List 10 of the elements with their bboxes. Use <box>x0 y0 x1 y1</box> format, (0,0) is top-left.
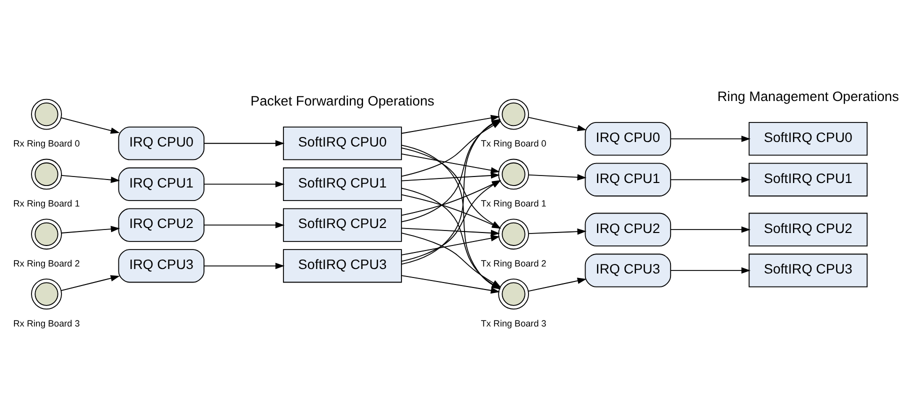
node-label: Rx Ring Board 3 <box>13 318 80 328</box>
node-label: Tx Ring Board 0 <box>480 138 546 149</box>
node-label: Rx Ring Board 0 <box>13 138 80 149</box>
node-label: Tx Ring Board 2 <box>480 258 546 268</box>
node-label: Tx Ring Board 3 <box>480 318 546 328</box>
label: Ring Management Operations <box>717 89 899 104</box>
label: Packet Forwarding Operations <box>250 94 434 109</box>
node-label: Rx Ring Board 1 <box>13 198 80 208</box>
node-label: Rx Ring Board 2 <box>13 258 80 268</box>
node-label: Tx Ring Board 1 <box>480 198 546 208</box>
